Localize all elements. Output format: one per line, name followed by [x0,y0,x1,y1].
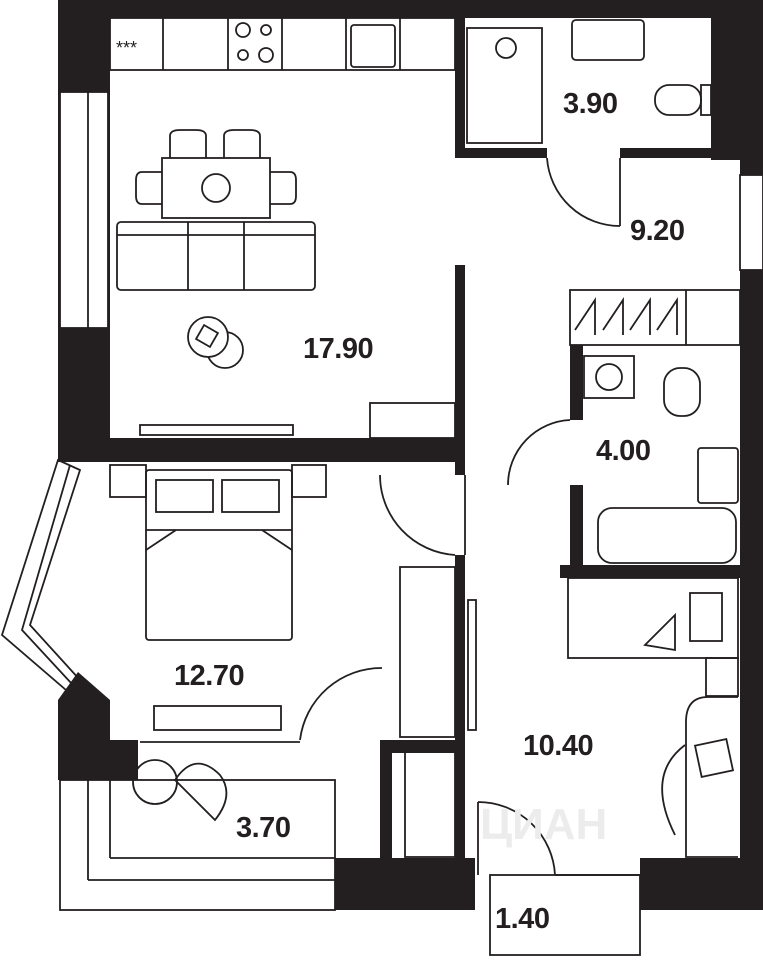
windows [0,91,763,956]
area-label-bathroom-1: 3.90 [563,88,618,120]
area-label-bathroom-2: 4.00 [596,435,651,467]
bed [109,464,327,641]
area-label-loggia: 3.70 [236,812,291,844]
bedroom-fixtures [140,474,477,858]
dining-table [135,129,297,219]
svg-text:***: *** [116,38,137,58]
bathroom-2-fixtures [507,355,739,564]
watermark: ЦИАН [480,800,608,849]
tv-unit [139,402,456,439]
area-label-bedroom: 12.70 [174,660,245,692]
area-label-living-kitchen: 17.90 [303,333,374,365]
room-2-furniture [477,577,739,876]
bathroom-1-fixtures [466,19,712,227]
area-label-room-2: 10.40 [523,730,594,762]
hall-wardrobe [569,289,741,346]
kitchen-counter: *** [109,17,456,71]
area-label-balcony: 1.40 [495,903,550,935]
sofa [116,221,316,291]
loggia-furniture [109,755,335,859]
walls [58,0,763,910]
area-label-hallway: 9.20 [630,215,685,247]
coffee-table [187,316,244,369]
